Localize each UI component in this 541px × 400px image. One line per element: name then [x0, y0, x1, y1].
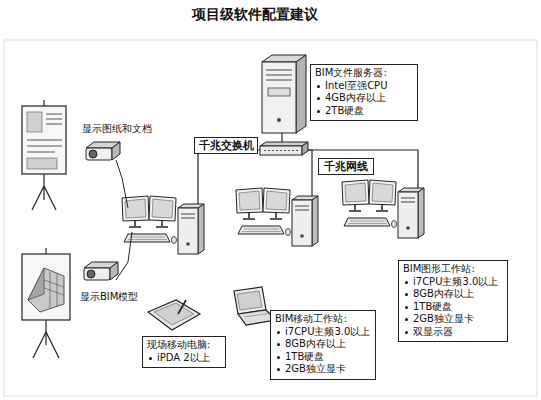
spec-item: 2GB独立显卡: [403, 313, 503, 326]
projector: [86, 142, 120, 160]
bullet-dot: [277, 331, 280, 334]
tablet-pda: [148, 300, 200, 330]
spec-callout: BIM图形工作站:i7CPU主频3.0以上8GB内存以上 1TB硬盘2GB独立显卡…: [398, 260, 508, 342]
spec-text: 4GB内存以上: [325, 92, 386, 103]
spec-text: 2TB硬盘: [325, 105, 364, 116]
spec-item: iPDA 2以上: [147, 352, 221, 365]
spec-item: 2TB硬盘: [315, 105, 413, 118]
graphics-workstation: [342, 180, 424, 238]
bullet-dot: [317, 97, 320, 100]
tag-text: 千兆网线: [322, 160, 370, 173]
projector: [84, 262, 118, 280]
spec-callout: BIM移动工作站:i7CPU主频3.0以上8GB内存以上 1TB硬盘2GB独立显卡: [270, 310, 376, 380]
bullet-dot: [277, 343, 280, 346]
picture-frame: [4, 40, 537, 396]
spec-text: 8GB内存以上: [413, 288, 474, 299]
spec-item: 1TB硬盘: [275, 351, 371, 364]
bullet-dot: [405, 318, 408, 321]
network-switch: [260, 142, 308, 155]
bullet-dot: [405, 281, 408, 284]
spec-item: 2GB独立显卡: [275, 363, 371, 376]
tag-box: 千兆交换机: [194, 137, 258, 154]
callout-heading: BIM移动工作站:: [275, 313, 371, 326]
bullet-dot: [277, 368, 280, 371]
graphics-workstation: [122, 196, 204, 254]
graphics-workstation: [236, 188, 318, 246]
spec-item: 双显示器: [403, 326, 503, 339]
spec-text: 2GB独立显卡: [285, 363, 346, 374]
projection-screen: [22, 100, 66, 210]
bullet-dot: [405, 306, 408, 309]
spec-item: i7CPU主频3.0以上: [403, 276, 503, 289]
bullet-dot: [277, 356, 280, 359]
tag-box: 千兆网线: [318, 158, 374, 175]
spec-text: 双显示器: [413, 326, 453, 337]
spec-text: Intel至强CPU: [325, 80, 387, 91]
spec-callout: 现场移动电脑:iPDA 2以上: [142, 336, 226, 368]
spec-item: 1TB硬盘: [403, 301, 503, 314]
spec-text: iPDA 2以上: [157, 352, 210, 363]
display-label: 显示BIM模型: [80, 291, 138, 303]
spec-callout: BIM文件服务器:Intel至强CPU4GB内存以上 2TB硬盘: [310, 64, 418, 121]
projection-screen: [22, 248, 70, 358]
spec-item: i7CPU主频3.0以上: [275, 326, 371, 339]
spec-item: 8GB内存以上: [403, 288, 503, 301]
tag-text: 千兆交换机: [198, 139, 254, 152]
display-label: 显示图纸和文档: [82, 123, 152, 135]
spec-text: 1TB硬盘: [413, 301, 452, 312]
spec-text: 8GB内存以上: [285, 338, 346, 349]
bullet-dot: [317, 110, 320, 113]
bullet-dot: [317, 85, 320, 88]
spec-item: 4GB内存以上: [315, 92, 413, 105]
bullet-dot: [149, 357, 152, 360]
callout-heading: 现场移动电脑:: [147, 339, 221, 352]
spec-text: 2GB独立显卡: [413, 313, 474, 324]
spec-item: 8GB内存以上: [275, 338, 371, 351]
callout-heading: BIM文件服务器:: [315, 67, 413, 80]
spec-item: Intel至强CPU: [315, 80, 413, 93]
bullet-dot: [405, 293, 408, 296]
spec-text: 1TB硬盘: [285, 351, 324, 362]
diagram-title: 项目级软件配置建议: [150, 5, 360, 23]
spec-text: i7CPU主频3.0以上: [285, 326, 370, 337]
callout-heading: BIM图形工作站:: [403, 263, 503, 276]
file-server: [262, 55, 306, 133]
spec-text: i7CPU主频3.0以上: [413, 276, 498, 287]
bullet-dot: [405, 331, 408, 334]
